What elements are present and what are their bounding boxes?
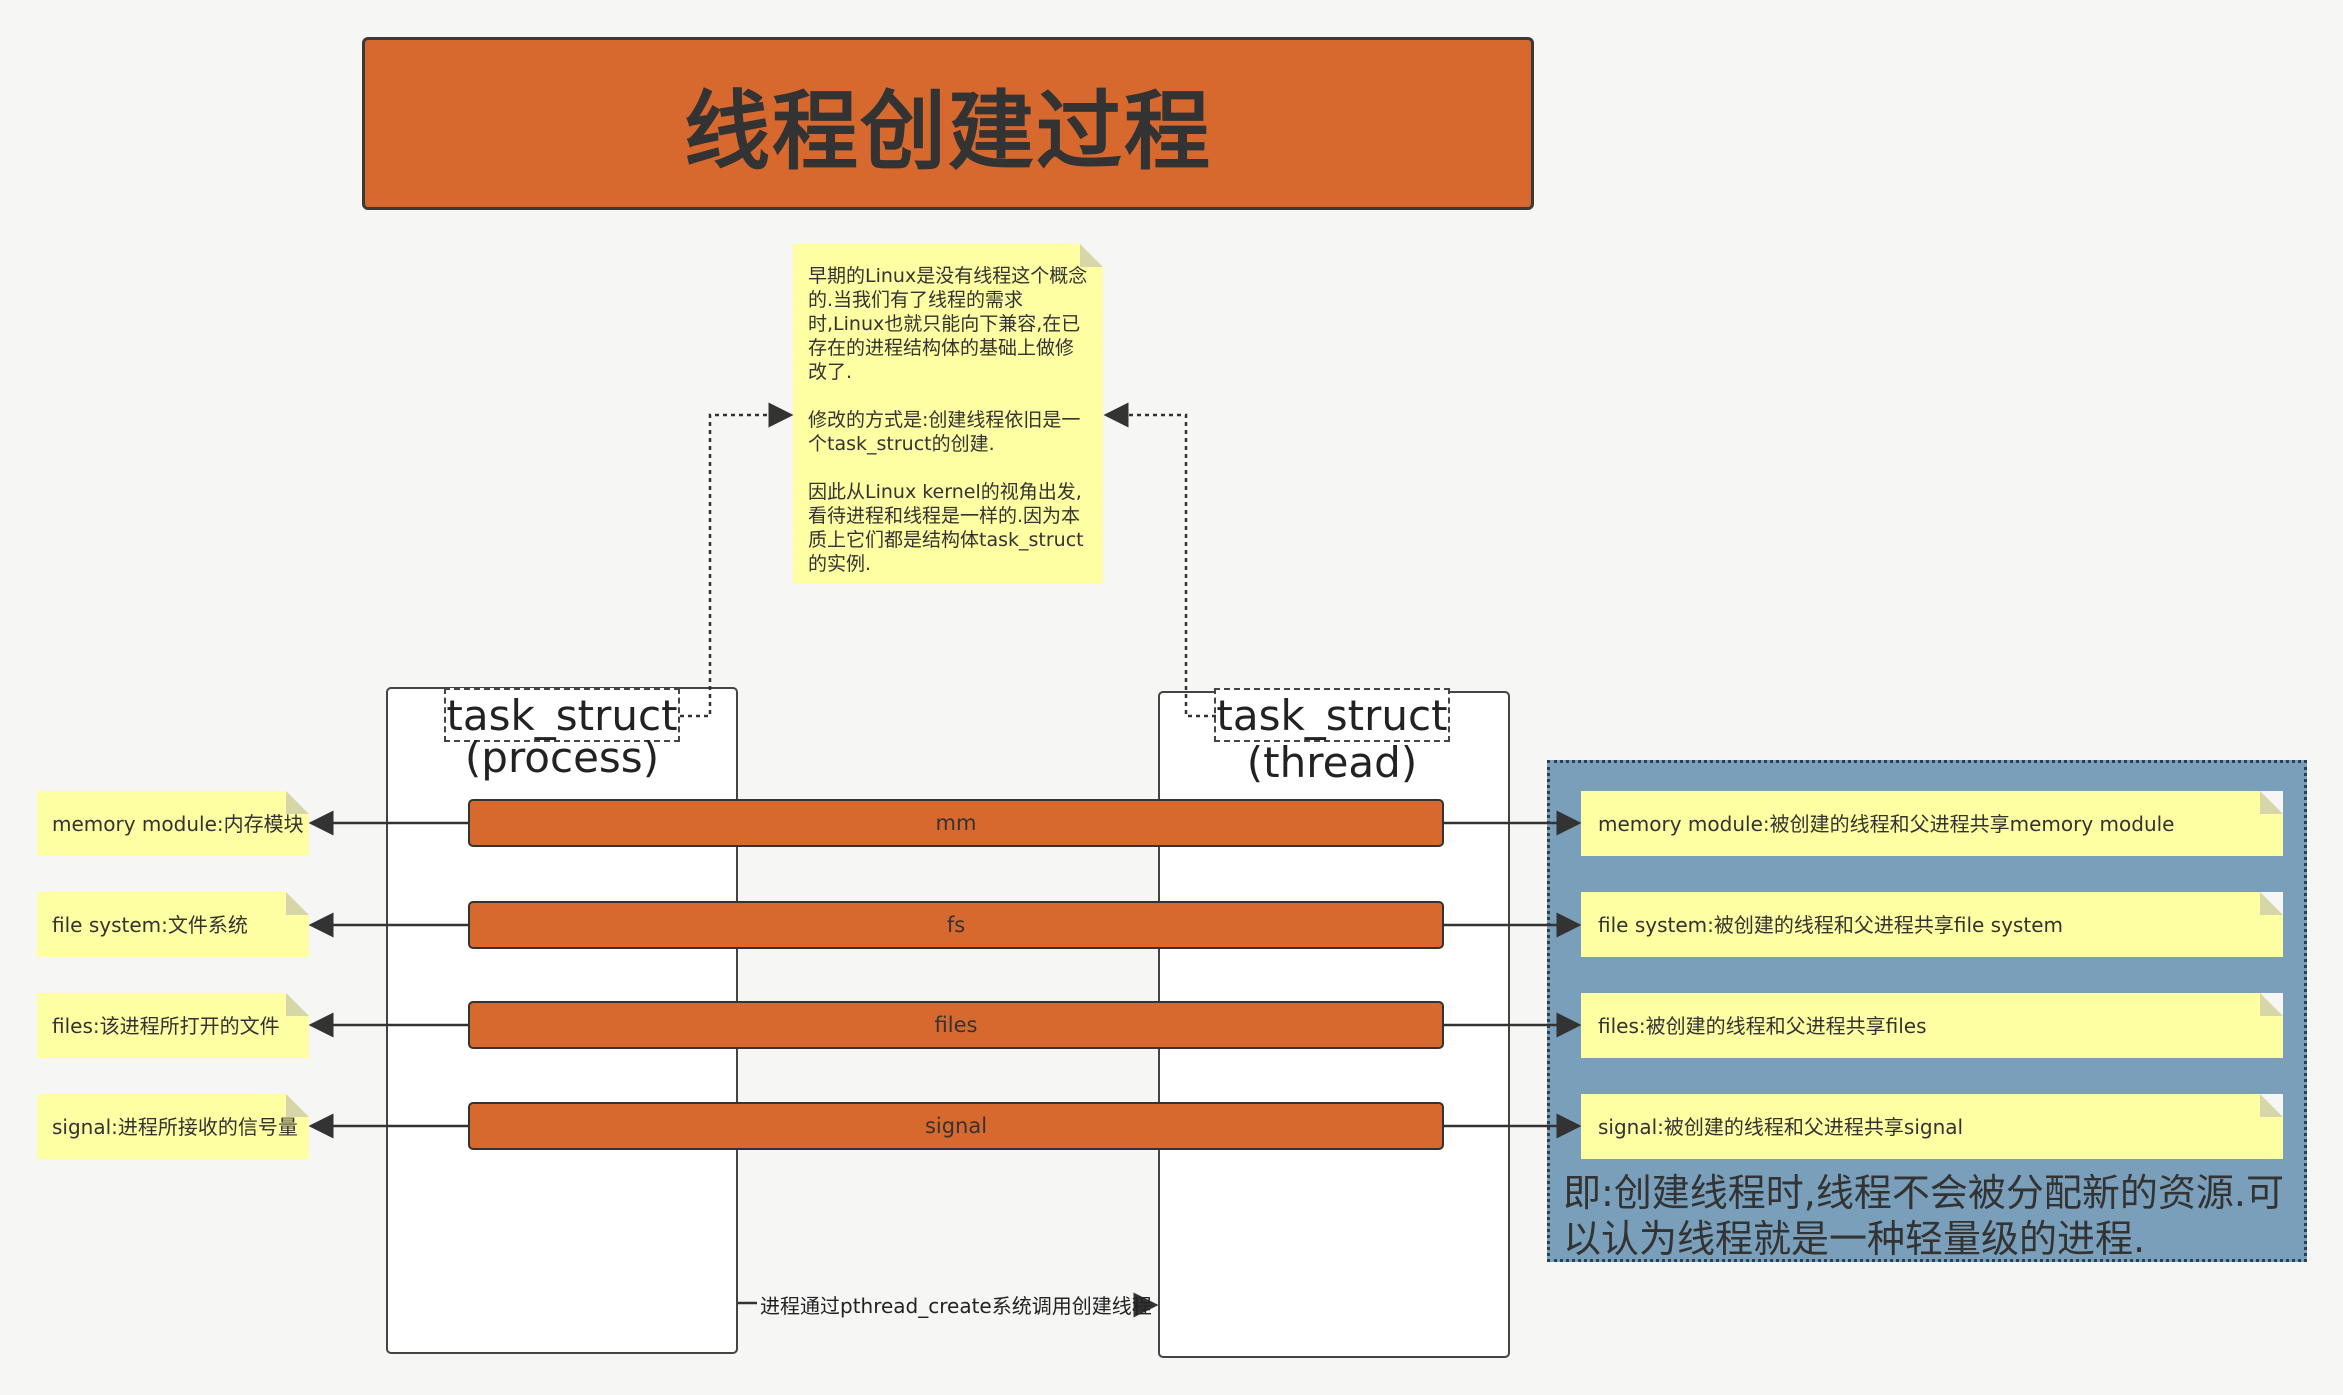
right-note-mm: memory module:被创建的线程和父进程共享memory module <box>1581 791 2283 856</box>
thread-sub-label: (thread) <box>1246 738 1418 787</box>
bar-signal: signal <box>468 1102 1444 1150</box>
note-text: memory module:内存模块 <box>52 811 304 836</box>
bar-label: mm <box>935 811 977 835</box>
bar-label: files <box>934 1013 978 1037</box>
bar-mm: mm <box>468 799 1444 847</box>
bar-label: fs <box>946 913 966 937</box>
bar-fs: fs <box>468 901 1444 949</box>
process-label-text: task_struct <box>446 690 678 740</box>
note-paragraph-2: 修改的方式是:创建线程依旧是一个task_struct的创建. <box>808 409 1081 455</box>
note-paragraph-3: 因此从Linux kernel的视角出发,看待进程和线程是一样的.因为本质上它们… <box>808 481 1084 575</box>
note-text: file system:被创建的线程和父进程共享file system <box>1598 912 2063 937</box>
title-box: 线程创建过程 <box>362 37 1534 210</box>
diagram-title: 线程创建过程 <box>684 82 1212 182</box>
note-text: memory module:被创建的线程和父进程共享memory module <box>1598 811 2175 836</box>
bar-files: files <box>468 1001 1444 1049</box>
thread-label-text: task_struct <box>1216 690 1448 740</box>
right-note-signal: signal:被创建的线程和父进程共享signal <box>1581 1094 2283 1159</box>
process-sub-label: (process) <box>464 733 660 782</box>
bar-label: signal <box>924 1114 988 1138</box>
pthread-create-label: 进程通过pthread_create系统调用创建线程 <box>760 1294 1152 1318</box>
left-note-mm: memory module:内存模块 <box>37 791 309 856</box>
center-note: 早期的Linux是没有线程这个概念的.当我们有了线程的需求时,Linux也就只能… <box>793 244 1103 584</box>
thread-task-struct-label: task_struct <box>1214 688 1450 742</box>
right-note-files: files:被创建的线程和父进程共享files <box>1581 993 2283 1058</box>
note-text: signal:进程所接收的信号量 <box>52 1114 298 1139</box>
left-note-fs: file system:文件系统 <box>37 892 309 957</box>
process-task-struct-label: task_struct <box>444 688 680 742</box>
note-paragraph-1: 早期的Linux是没有线程这个概念的.当我们有了线程的需求时,Linux也就只能… <box>808 265 1088 383</box>
left-note-files: files:该进程所打开的文件 <box>37 993 309 1058</box>
left-note-signal: signal:进程所接收的信号量 <box>37 1094 309 1159</box>
note-text: file system:文件系统 <box>52 912 248 937</box>
note-text: files:该进程所打开的文件 <box>52 1013 280 1038</box>
right-note-fs: file system:被创建的线程和父进程共享file system <box>1581 892 2283 957</box>
note-text: files:被创建的线程和父进程共享files <box>1598 1013 1927 1038</box>
panel-conclusion-text: 即:创建线程时,线程不会被分配新的资源.可以认为线程就是一种轻量级的进程. <box>1563 1171 2284 1261</box>
note-text: signal:被创建的线程和父进程共享signal <box>1598 1114 1964 1139</box>
